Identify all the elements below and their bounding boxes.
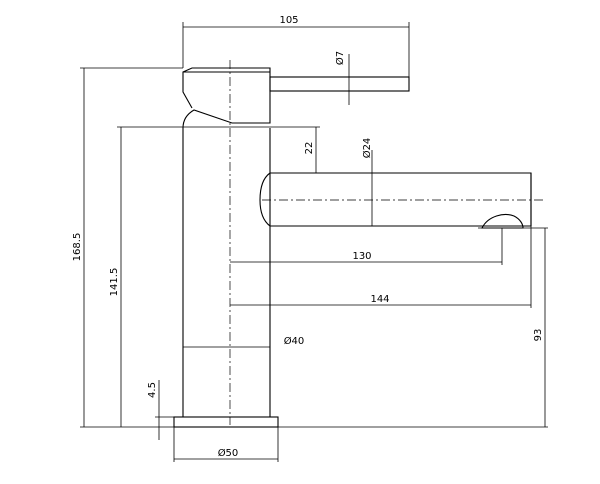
dim-phi50-label: Ø50	[218, 447, 239, 459]
dim-phi40-label: Ø40	[284, 335, 305, 347]
dim-phi7-label: Ø7	[334, 51, 346, 65]
dim-overall-length: 105	[182, 15, 410, 77]
dim-base-thickness: 4.5	[147, 380, 174, 440]
dim-base-diameter: Ø50	[173, 427, 279, 462]
dim-phi24-label: Ø24	[361, 138, 373, 159]
dim-4-5-label: 4.5	[147, 382, 158, 398]
dim-168-5-label: 168.5	[72, 233, 83, 262]
dim-handle-diameter: Ø7	[334, 51, 350, 105]
dim-105-label: 105	[279, 15, 298, 26]
center-lines	[229, 60, 545, 425]
dim-141-5-label: 141.5	[109, 268, 120, 297]
dim-144-label: 144	[370, 294, 389, 305]
dim-body-height: 141.5	[109, 126, 320, 427]
faucet-outline	[173, 67, 532, 428]
dim-reach-outlet: 130	[230, 228, 503, 265]
lever-housing	[182, 67, 271, 129]
base-plate	[173, 416, 279, 428]
dim-reach-tip: 144	[230, 226, 532, 308]
dim-total-height: 168.5	[72, 67, 183, 428]
dim-body-diameter: Ø40	[183, 335, 305, 348]
aerator	[481, 213, 524, 229]
dim-93-label: 93	[533, 329, 544, 342]
dim-spout-diameter: Ø24	[361, 138, 373, 226]
dim-outlet-height: 93	[278, 227, 548, 428]
dim-22-label: 22	[304, 142, 315, 155]
lever-handle	[269, 76, 410, 92]
dim-top-offset: 22	[270, 127, 320, 174]
spout	[259, 172, 532, 227]
dim-130-label: 130	[352, 251, 371, 262]
